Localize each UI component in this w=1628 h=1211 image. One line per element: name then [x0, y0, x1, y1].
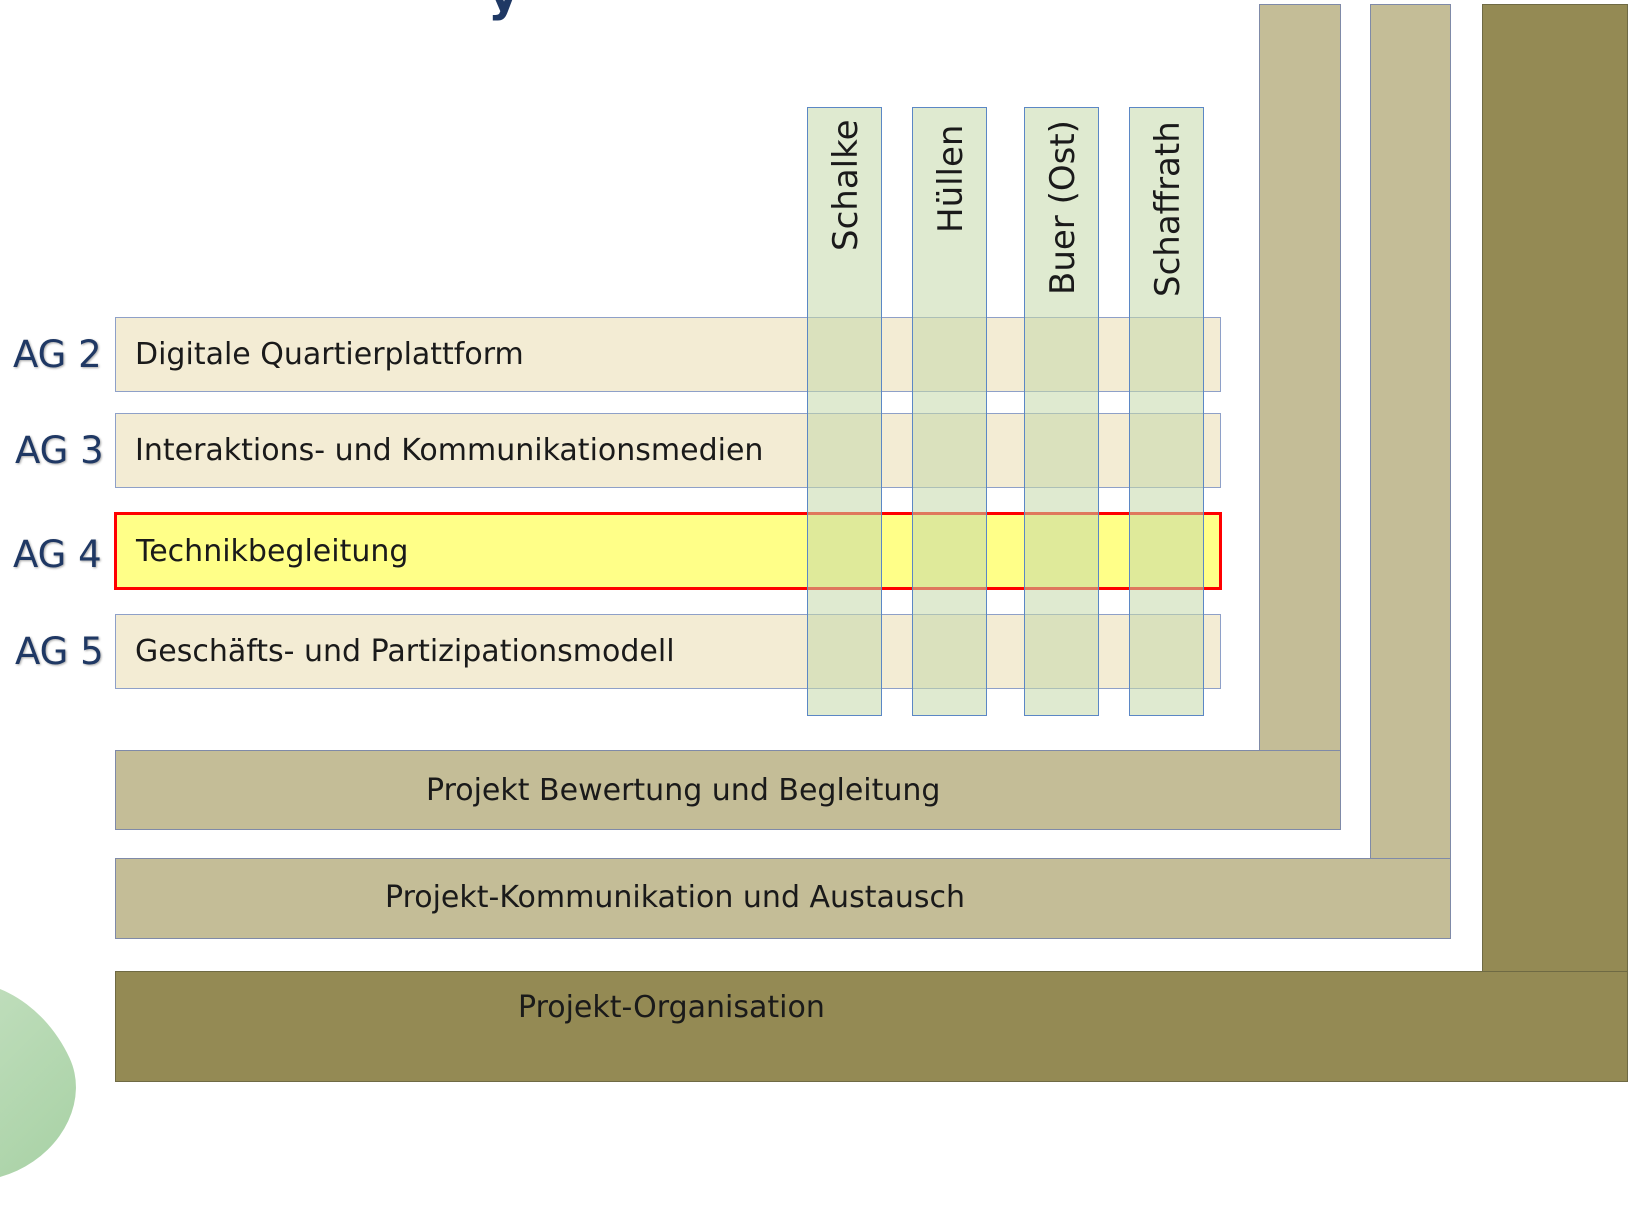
frame-kommunikation-vertical	[1370, 4, 1451, 939]
ag-title: Geschäfts- und Partizipationsmodell	[135, 634, 675, 669]
ag-label: AG 5	[15, 630, 104, 673]
slide-title-fragment: y	[488, 0, 519, 22]
frame-organisation-vertical	[1482, 4, 1628, 1082]
frame-organisation-horizontal	[115, 971, 1628, 1082]
district-label-buer-ost: Buer (Ost)	[1043, 120, 1083, 295]
frame-bewertung-horizontal	[115, 750, 1341, 830]
frame-bewertung-label: Projekt Bewertung und Begleitung	[426, 773, 941, 808]
leaf-decoration	[0, 949, 104, 1211]
district-column-schalke	[807, 107, 882, 716]
district-column-huellen	[912, 107, 987, 716]
frame-organisation-label: Projekt-Organisation	[518, 990, 825, 1025]
frame-kommunikation-horizontal	[115, 858, 1451, 939]
district-label-huellen: Hüllen	[931, 124, 971, 233]
district-column-schaffrath	[1129, 107, 1204, 716]
frame-kommunikation-label: Projekt-Kommunikation und Austausch	[385, 880, 965, 915]
ag-label: AG 3	[15, 429, 104, 472]
district-label-schalke: Schalke	[826, 119, 866, 251]
district-column-buer-ost	[1024, 107, 1099, 716]
ag-title: Technikbegleitung	[136, 533, 409, 569]
frame-bewertung-vertical	[1259, 4, 1341, 830]
district-label-schaffrath: Schaffrath	[1148, 121, 1188, 297]
ag-title: Interaktions- und Kommunikationsmedien	[135, 433, 764, 468]
ag-label: AG 4	[13, 533, 102, 576]
ag-label: AG 2	[13, 333, 102, 376]
ag-title: Digitale Quartierplattform	[135, 337, 524, 372]
